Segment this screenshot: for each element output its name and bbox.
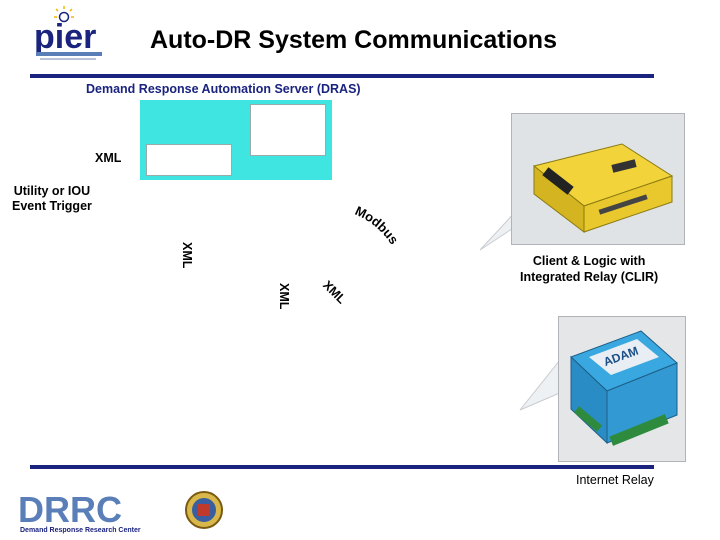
utility-event-trigger-label: Utility or IOU Event Trigger <box>12 184 92 214</box>
lbnl-seal-icon <box>185 491 223 529</box>
pier-logo: pier <box>34 6 102 60</box>
clir-device-illustration <box>512 114 684 244</box>
modbus-label-text: Modbus <box>353 206 402 247</box>
dras-screen-panel <box>250 104 326 156</box>
dras-label: Demand Response Automation Server (DRAS) <box>86 82 361 96</box>
xml-label: XML <box>95 151 122 165</box>
clir-device-photo <box>511 113 685 245</box>
footer-divider <box>30 465 654 469</box>
internet-relay-label: Internet Relay <box>576 473 654 487</box>
svg-text:Modbus: Modbus <box>353 206 402 247</box>
xml-label: XML <box>277 283 291 310</box>
page-title: Auto-DR System Communications <box>150 26 557 54</box>
drrc-logo-text: DRRC <box>18 489 122 530</box>
drrc-logo-subtext: Demand Response Research Center <box>20 527 141 534</box>
xml-label: XML <box>180 242 194 269</box>
header-divider <box>30 74 654 78</box>
internet-relay-illustration: ADAM <box>559 317 685 461</box>
clir-label-line: Client & Logic with <box>532 254 646 268</box>
modbus-label: Modbus <box>353 206 402 247</box>
lightbulb-icon <box>54 6 74 23</box>
clir-label: Client & Logic with Integrated Relay (CL… <box>520 253 658 285</box>
pier-logo-text: pier <box>34 18 96 56</box>
clir-label-line: Integrated Relay (CLIR) <box>520 270 659 284</box>
utility-label-line: Event Trigger <box>12 199 92 213</box>
dras-screen-panel <box>146 144 232 176</box>
relay-callout-pointer <box>519 358 563 411</box>
internet-relay-photo: ADAM <box>558 316 686 462</box>
drrc-logo: DRRC Demand Response Research Center <box>18 489 141 534</box>
utility-label-line: Utility or IOU <box>13 184 91 198</box>
